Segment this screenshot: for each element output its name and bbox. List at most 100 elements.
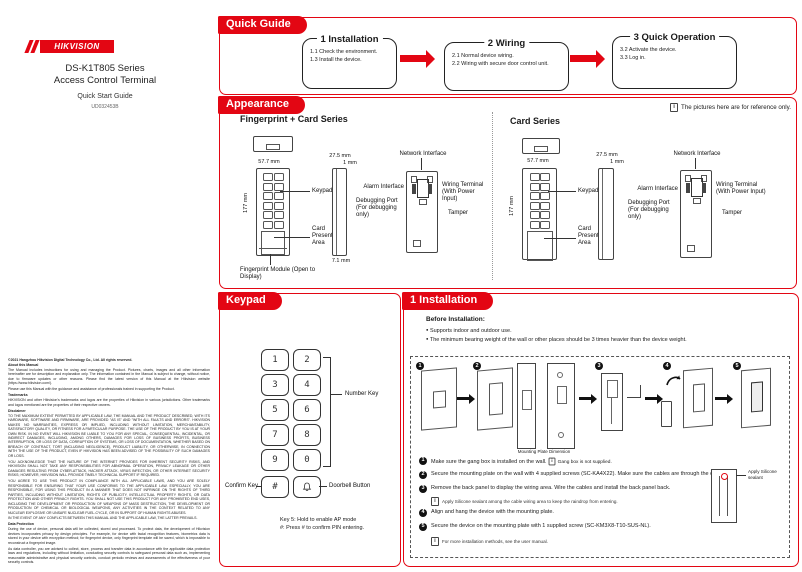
cable-line — [719, 476, 720, 516]
step-text: Secure the mounting plate on the wall wi… — [431, 471, 737, 477]
step-line: 3.3 Log in. — [620, 55, 646, 62]
figure-wall — [477, 367, 513, 431]
wiring-terminal — [702, 183, 706, 193]
bracket-line — [323, 357, 331, 358]
plate-hole — [558, 432, 564, 438]
install-step: 3 Remove the back panel to display the w… — [419, 485, 781, 493]
bullet-icon: ● — [426, 327, 429, 332]
front-keypad-grid — [523, 173, 556, 229]
plate-hole — [557, 372, 563, 378]
tamper-switch — [693, 198, 701, 204]
confirm-key-label: Confirm Key — [225, 483, 259, 489]
install-step: 2 Secure the mounting plate on the wall … — [419, 471, 781, 479]
flow-arrow-icon — [570, 49, 605, 68]
figure-arrow-icon — [579, 393, 597, 404]
leader-line — [421, 158, 422, 170]
device-back-view — [406, 171, 438, 253]
key-glyph: # — [272, 482, 278, 492]
sealant-spot — [721, 473, 728, 480]
key-glyph: 8 — [304, 430, 310, 440]
device-back-view — [680, 170, 712, 258]
keypad-label: Keypad — [578, 188, 599, 194]
key-doorbell — [293, 476, 321, 498]
product-series: DS-K1T805 Series — [65, 63, 145, 74]
panel-slot — [607, 380, 618, 398]
plate-slot — [557, 386, 567, 404]
gang-box — [433, 390, 446, 409]
key-8: 8 — [293, 424, 321, 446]
doc-type: Quick Start Guide — [77, 93, 133, 100]
step-number-badge: 4 — [419, 509, 427, 517]
sealant-figure — [711, 469, 737, 523]
device-top-view — [253, 136, 293, 152]
figure-step-badge: 4 — [663, 362, 671, 370]
key-1: 1 — [261, 349, 289, 371]
network-interface-label: Network Interface — [399, 151, 447, 157]
hikvision-logo: HIKVISION — [24, 40, 114, 53]
step-line: 2.1 Normal device wiring. — [452, 53, 514, 59]
side-layer-line — [602, 169, 603, 259]
figure-arrow-icon — [715, 393, 733, 404]
step-title: 1 Installation — [316, 33, 383, 48]
dimension-height: 177 mm — [243, 193, 249, 213]
figure-wall — [741, 367, 771, 429]
wiring-terminal-label: Wiring Terminal (With Power Input) — [716, 182, 766, 195]
key-4: 4 — [293, 374, 321, 396]
bracket-line — [330, 357, 331, 467]
cable-line — [727, 476, 728, 516]
quick-guide-step-quick-operation: 3 Quick Operation 3.2 Activate the devic… — [612, 31, 737, 89]
cable-slot — [413, 240, 421, 247]
keypad-banner: Keypad — [218, 292, 282, 310]
legal-paragraph: TO THE MAXIMUM EXTENT PERMITTED BY APPLI… — [8, 413, 210, 458]
legal-paragraph: HIKVISION and other Hikvision's trademar… — [8, 398, 210, 407]
figure-step-badge: 5 — [733, 362, 741, 370]
step-text: Secure the device on the mounting plate … — [431, 523, 651, 529]
before-installation-item: ● Supports indoor and outdoor use. — [426, 327, 512, 334]
legal-heading-data-protection: Data Protection — [8, 522, 34, 527]
fingerprint-series-group: Fingerprint + Card Series 57.7 mm 177 mm… — [220, 98, 492, 286]
fingerprint-module-line — [259, 248, 287, 249]
legal-copyright: ©2021 Hangzhou Hikvision Digital Technol… — [8, 358, 133, 362]
bullet-text: Supports indoor and outdoor use. — [429, 328, 512, 334]
install-step: 5 Secure the device on the mounting plat… — [419, 523, 781, 531]
figure-step-badge: 3 — [595, 362, 603, 370]
legal-text-block: ©2021 Hangzhou Hikvision Digital Technol… — [8, 358, 210, 566]
fingerprint-series-heading: Fingerprint + Card Series — [240, 114, 348, 124]
device-front-view — [256, 168, 290, 256]
mounting-plate — [489, 382, 503, 416]
key-3: 3 — [261, 374, 289, 396]
debugging-port-label: Debugging Port (For debugging only) — [628, 200, 670, 220]
network-interface-label: Network Interface — [673, 151, 721, 157]
quick-guide-section: Quick Guide 1 Installation 1.1 Check the… — [218, 16, 797, 95]
note-text: For more installation methods, see the u… — [442, 539, 548, 544]
leader-line — [695, 158, 696, 169]
card-area-label: Card Presenting Area — [578, 226, 607, 246]
front-card-area — [261, 230, 285, 255]
series-divider — [492, 112, 493, 280]
leader-line — [544, 238, 576, 239]
install-step: 1 Make sure the gang box is installed on… — [419, 457, 781, 466]
quick-guide-banner: Quick Guide — [218, 16, 307, 34]
legal-paragraph: YOU AGREE TO USE THIS PRODUCT IN COMPLIA… — [8, 479, 210, 515]
tamper-label: Tamper — [448, 210, 469, 216]
screw-hole — [411, 176, 417, 183]
info-page-icon — [431, 497, 439, 506]
key-glyph: 0 — [304, 455, 310, 465]
device-front-view — [522, 168, 557, 261]
key-glyph: 2 — [304, 355, 310, 365]
appearance-banner: Appearance — [218, 96, 305, 114]
figure-wall — [421, 367, 457, 431]
reference-note-text: The pictures here are for reference only… — [681, 104, 791, 111]
product-name: Access Control Terminal — [53, 75, 157, 86]
step-line: 2.2 Wiring with secure door control unit… — [452, 61, 549, 68]
debugging-port-label: Debugging Port (For debugging only) — [356, 198, 398, 218]
mounting-plate-caption: Mounting Plate Dimension — [517, 449, 571, 454]
note-text: Apply Silicone sealant among the cable w… — [442, 499, 618, 504]
mounting-plate-drawing — [547, 363, 575, 449]
doc-code: UD032453B — [91, 104, 119, 110]
before-installation-item: ● The minimum bearing weight of the wall… — [426, 336, 687, 343]
step-title: 2 Wiring — [483, 37, 530, 52]
mounting-plate — [693, 383, 705, 413]
device-top-view — [522, 138, 560, 154]
step-title: 3 Quick Operation — [629, 31, 720, 46]
